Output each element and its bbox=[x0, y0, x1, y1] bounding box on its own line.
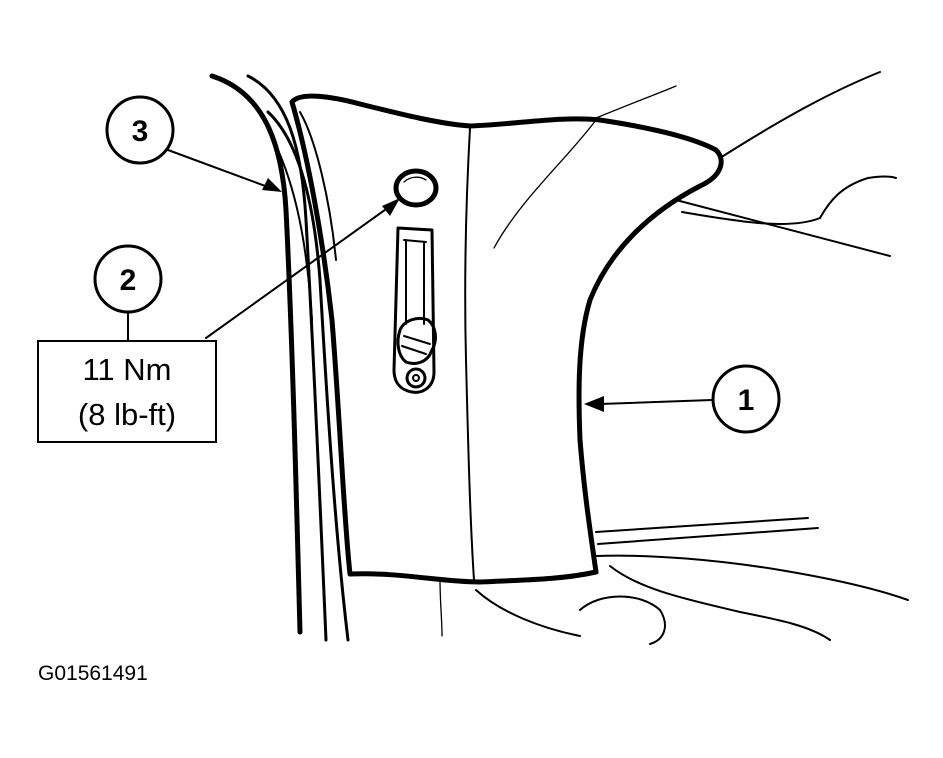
torque-imperial: (8 lb-ft) bbox=[78, 397, 176, 432]
door-frame-edges bbox=[209, 73, 350, 642]
figure-id: G01561491 bbox=[38, 662, 148, 685]
leader-lines bbox=[127, 149, 713, 412]
torque-spec-box: 11 Nm (8 lb-ft) bbox=[37, 340, 217, 443]
arrowhead-1-icon bbox=[584, 396, 604, 412]
callout-2: 2 bbox=[93, 244, 163, 314]
bolt-cover bbox=[393, 168, 439, 208]
torque-metric: 11 Nm bbox=[82, 352, 171, 387]
callout-3: 3 bbox=[105, 95, 175, 165]
arrowhead-3-icon bbox=[262, 178, 282, 192]
interior-background-lines bbox=[475, 71, 909, 645]
trim-panel bbox=[289, 93, 724, 637]
belt-anchor bbox=[396, 316, 437, 389]
callout-2-label: 2 bbox=[120, 264, 137, 297]
callout-3-label: 3 bbox=[132, 115, 149, 148]
arrowhead-2-icon bbox=[382, 198, 400, 216]
callout-1: 1 bbox=[711, 364, 781, 434]
callout-1-label: 1 bbox=[738, 384, 755, 417]
